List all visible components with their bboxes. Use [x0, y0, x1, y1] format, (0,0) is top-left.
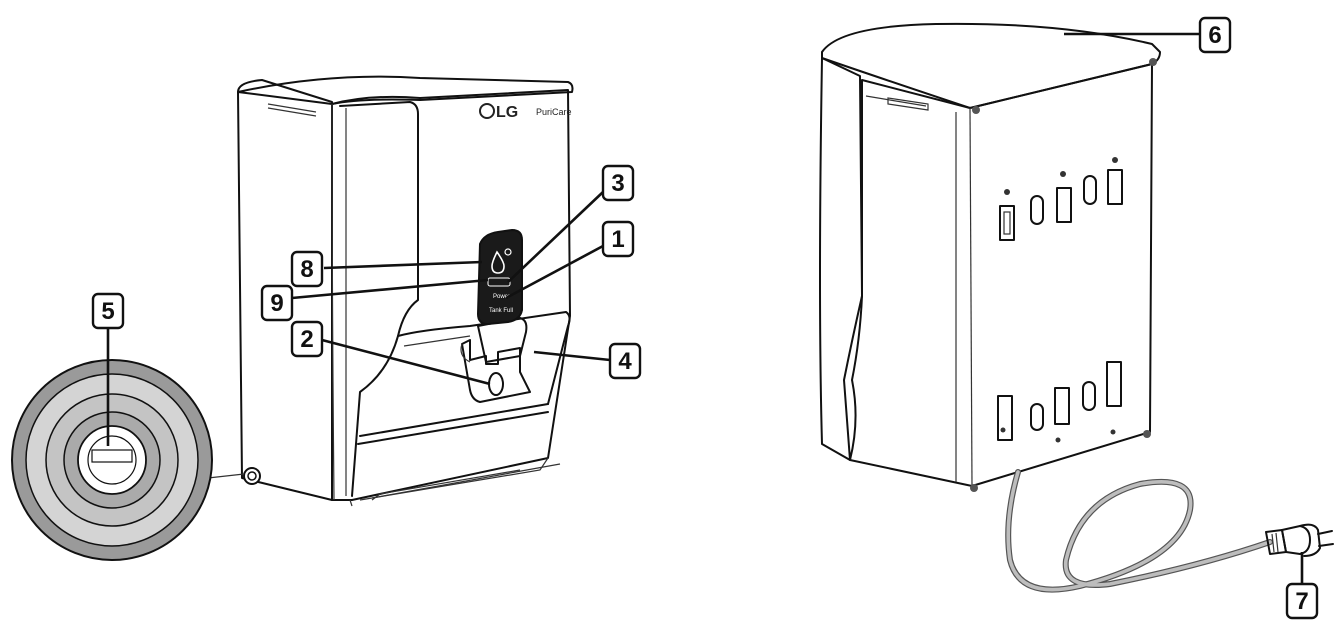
- svg-text:7: 7: [1295, 588, 1308, 615]
- callout-7: 7: [1285, 582, 1319, 620]
- callout-1: 1: [601, 220, 635, 258]
- callout-9: 9: [260, 284, 294, 322]
- purifier-front-view: Power Tank Full LG PuriCare: [237, 75, 574, 507]
- svg-text:2: 2: [300, 326, 313, 353]
- water-inlet-port: [243, 467, 261, 485]
- callout-4: 4: [608, 342, 642, 380]
- svg-text:8: 8: [300, 256, 313, 283]
- leader-lines: [106, 32, 1304, 584]
- faucet[interactable]: [460, 317, 531, 403]
- svg-text:LG: LG: [496, 104, 518, 121]
- wall-mount-slots-upper: [999, 157, 1123, 241]
- power-cord: [1005, 469, 1273, 593]
- wall-mount-slots-lower: [997, 361, 1122, 443]
- callout-8: 8: [290, 250, 324, 288]
- svg-text:5: 5: [101, 298, 114, 325]
- lg-logo: LG: [479, 103, 518, 121]
- svg-text:6: 6: [1208, 22, 1221, 49]
- power-plug-icon: [1265, 523, 1334, 557]
- svg-text:9: 9: [270, 290, 283, 317]
- svg-text:4: 4: [618, 348, 632, 375]
- callout-2: 2: [290, 320, 324, 358]
- inlet-zoom-detail: [11, 359, 245, 561]
- purifier-rear-view: [819, 22, 1334, 593]
- puricare-logo: PuriCare: [536, 107, 572, 117]
- callout-3: 3: [601, 164, 635, 202]
- callout-5: 5: [91, 292, 125, 330]
- callout-6: 6: [1198, 16, 1232, 54]
- water-drop-icon: [491, 248, 512, 274]
- power-indicator-label: Power: [493, 294, 510, 300]
- control-panel: Power Tank Full: [476, 228, 523, 326]
- svg-text:3: 3: [611, 170, 624, 197]
- tank-full-indicator-label: Tank Full: [489, 308, 513, 314]
- svg-text:1: 1: [611, 226, 624, 253]
- dispense-button[interactable]: [487, 277, 511, 287]
